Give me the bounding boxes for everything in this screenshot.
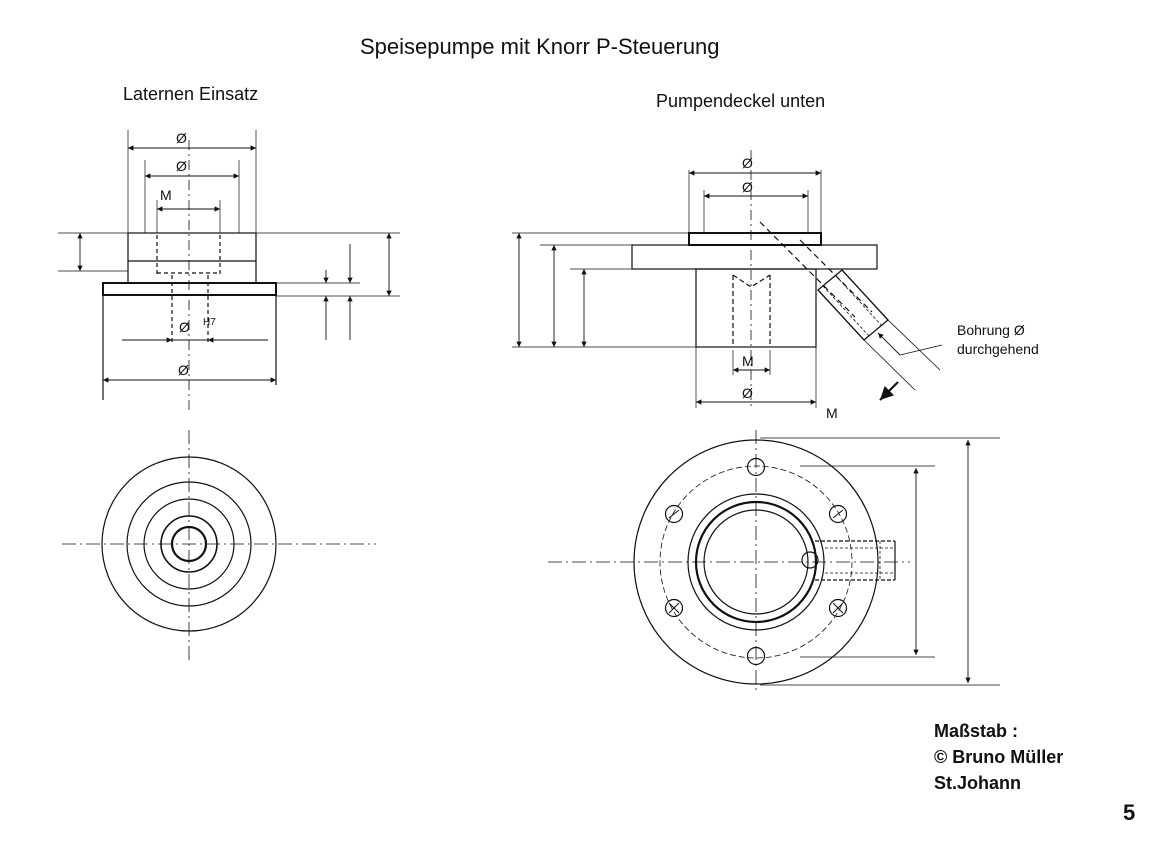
scale-field: Maßstab : [934, 721, 1019, 741]
copyright-field: © Bruno Müller [934, 747, 1064, 767]
view-label-laternen-einsatz: Laternen Einsatz [123, 84, 259, 104]
pumpendeckel-side-view [512, 150, 943, 410]
dia-label: Ø [176, 130, 187, 146]
page-number: 5 [1123, 800, 1136, 825]
pumpendeckel-top-view [548, 430, 1000, 690]
laternen-top-view [62, 430, 376, 660]
thread-label: M [826, 405, 838, 421]
bohrung-note-line2: durchgehend [957, 341, 1039, 357]
location-field: St.Johann [934, 773, 1022, 793]
dia-label: Ø [179, 319, 190, 335]
bohrung-note-line1: Bohrung Ø [957, 322, 1025, 338]
fit-label: H7 [203, 317, 216, 328]
dia-label: Ø [176, 158, 187, 174]
dia-label: Ø [742, 179, 753, 195]
view-label-pumpendeckel: Pumpendeckel unten [656, 91, 826, 111]
page-title: Speisepumpe mit Knorr P-Steuerung [360, 34, 720, 59]
laternen-side-view [58, 130, 400, 410]
dia-label: Ø [178, 362, 189, 378]
dia-label: Ø [742, 155, 753, 171]
thread-label: M [160, 187, 172, 203]
thread-label: M [742, 353, 754, 369]
dia-label: Ø [742, 385, 753, 401]
title-block: Maßstab : © Bruno Müller St.Johann [934, 718, 1063, 796]
